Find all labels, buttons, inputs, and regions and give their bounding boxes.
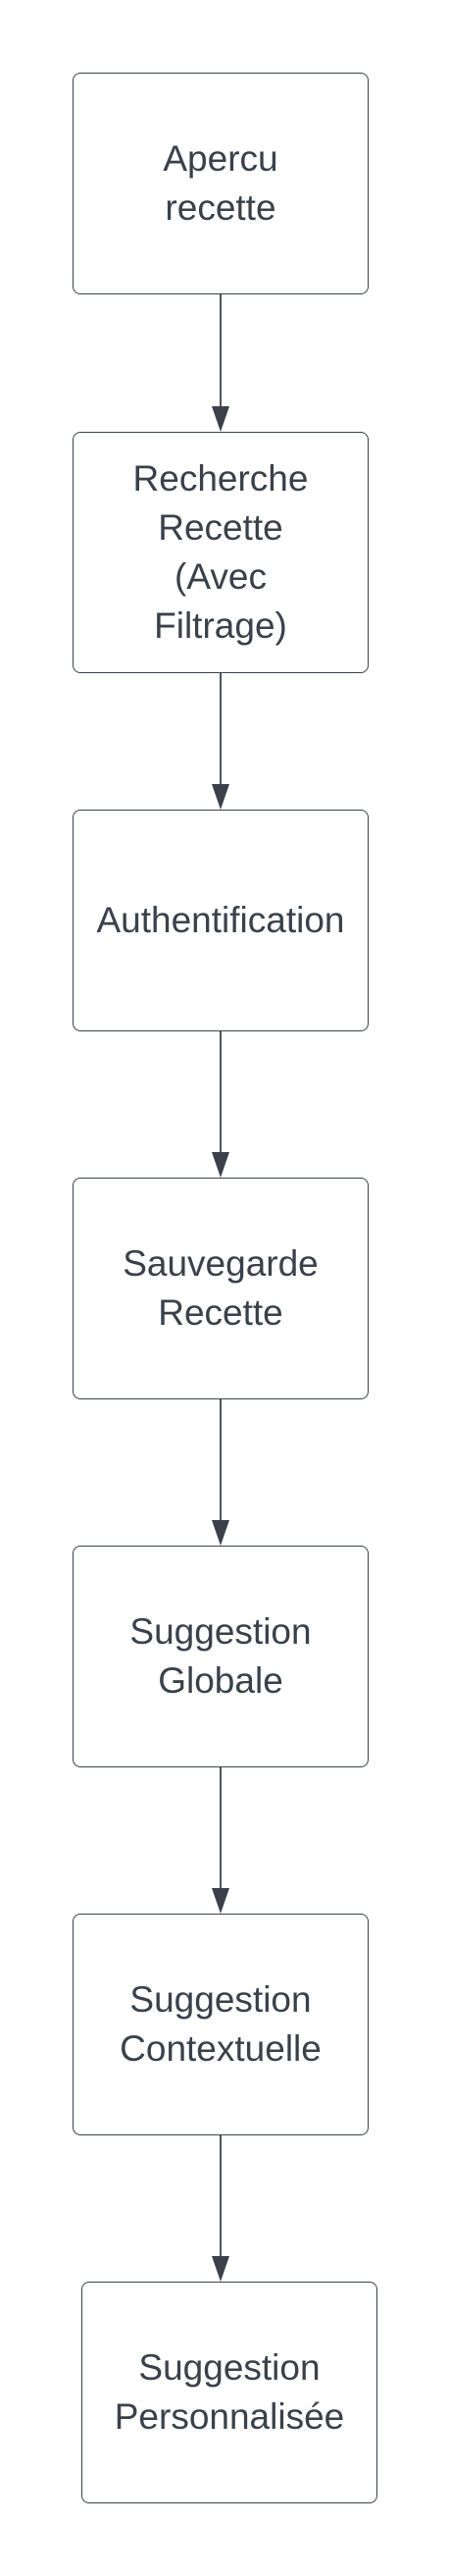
edge-arrowhead-5 bbox=[212, 1888, 229, 1914]
edge-arrowhead-3 bbox=[212, 1152, 229, 1178]
edge-arrowhead-6 bbox=[212, 2256, 229, 2282]
edge-arrowhead-1 bbox=[212, 406, 229, 432]
node-authentification: Authentification bbox=[73, 810, 369, 1031]
node-suggestion-personnalisee: Suggestion Personnalisée bbox=[81, 2282, 377, 2503]
node-suggestion-contextuelle: Suggestion Contextuelle bbox=[73, 1914, 369, 2135]
node-apercu-recette: Apercu recette bbox=[73, 73, 369, 294]
edge-arrowhead-4 bbox=[212, 1520, 229, 1546]
node-recherche-recette: Recherche Recette (Avec Filtrage) bbox=[73, 432, 369, 673]
node-suggestion-globale: Suggestion Globale bbox=[73, 1546, 369, 1767]
node-sauvegarde-recette: Sauvegarde Recette bbox=[73, 1178, 369, 1399]
edge-arrowhead-2 bbox=[212, 784, 229, 810]
